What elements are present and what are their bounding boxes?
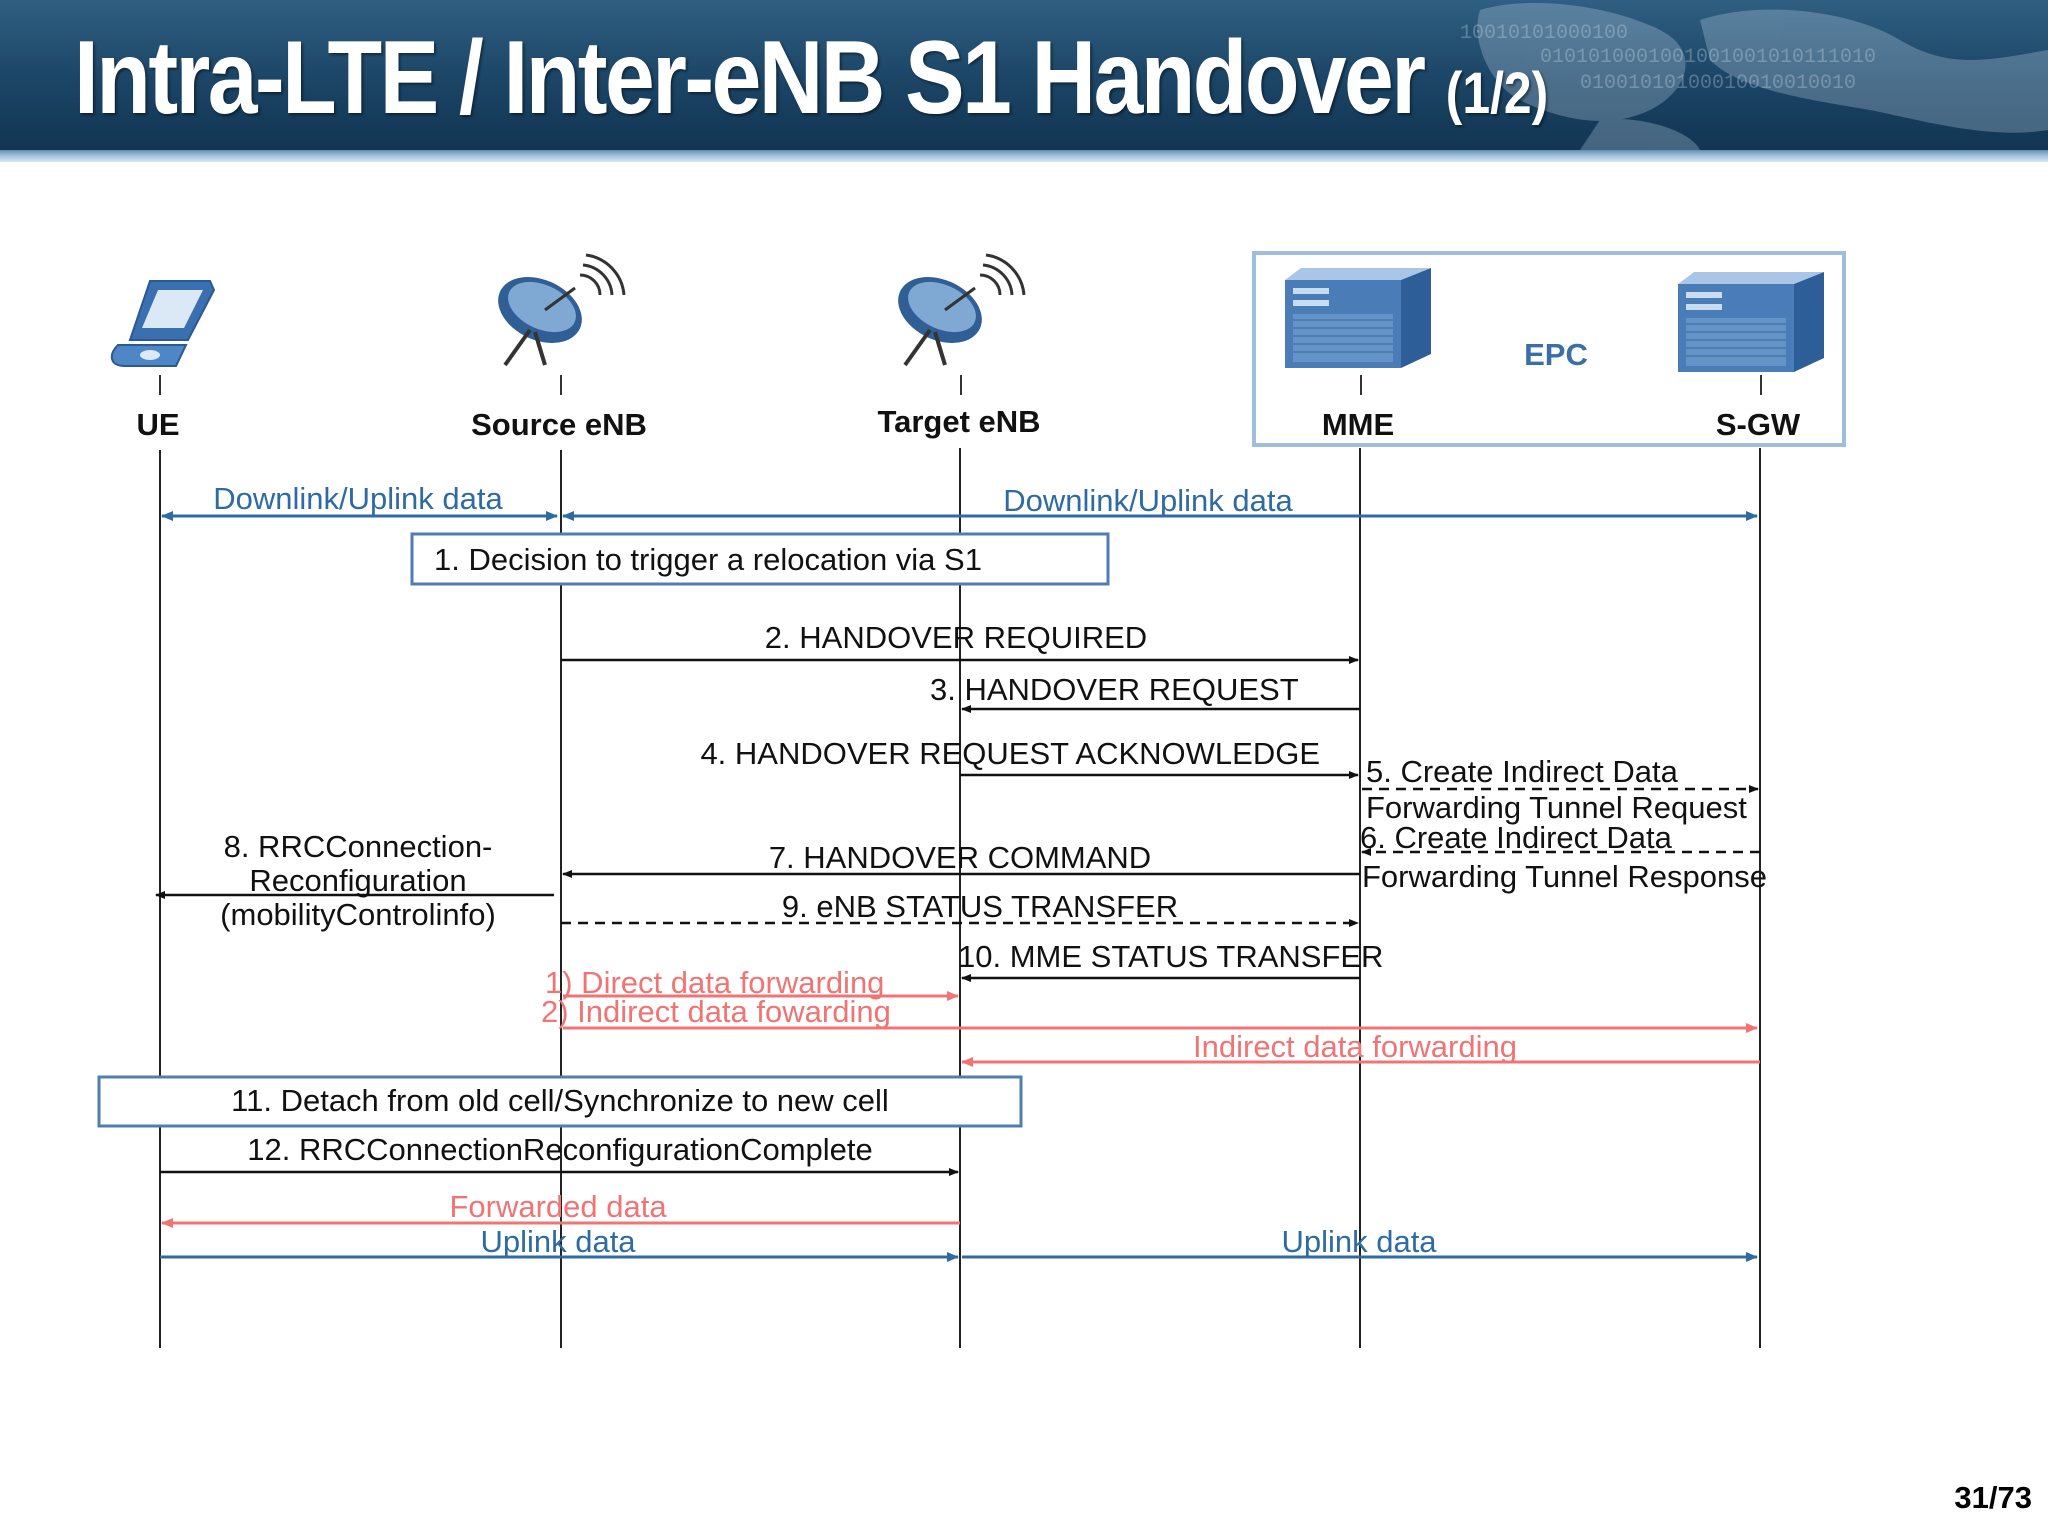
step8-label-line3: (mobilityControlinfo) bbox=[220, 897, 496, 932]
step5-label-line2: Forwarding Tunnel Request bbox=[1366, 790, 1747, 825]
binary-digits-3: 10010101000100 bbox=[1460, 22, 1628, 45]
node-label-source-enb: Source eNB bbox=[471, 407, 647, 442]
satellite-dish-icon bbox=[898, 253, 1026, 367]
title-part: (1/2) bbox=[1445, 61, 1549, 126]
step5-label-line1: 5. Create Indirect Data bbox=[1366, 754, 1679, 789]
header-stripe bbox=[0, 150, 2048, 162]
step6-label-line2: Forwarding Tunnel Response bbox=[1362, 859, 1767, 894]
step7-label: 7. HANDOVER COMMAND bbox=[769, 840, 1151, 875]
lifelines bbox=[159, 448, 1761, 1348]
slide-header: 0101010001001001001010111010 01001010100… bbox=[0, 0, 2048, 150]
step8-label-line2: Reconfiguration bbox=[249, 863, 466, 898]
indirect-forwarding-label: 2) Indirect data fowarding bbox=[541, 994, 891, 1029]
page-number: 31/73 bbox=[1954, 1480, 2032, 1515]
node-label-mme: MME bbox=[1322, 407, 1394, 442]
step11-box bbox=[97, 1075, 1023, 1128]
step3-label: 3. HANDOVER REQUEST bbox=[930, 672, 1299, 707]
step10-label: 10. MME STATUS TRANSFER bbox=[958, 939, 1383, 974]
label-dl-ul-ue-source: Downlink/Uplink data bbox=[213, 481, 503, 516]
mobile-phone-icon bbox=[110, 280, 216, 367]
indirect-forwarding-sgw-label: Indirect data forwarding bbox=[1193, 1029, 1517, 1064]
node-ticks bbox=[159, 375, 1762, 395]
forwarded-data-label: Forwarded data bbox=[449, 1189, 667, 1224]
title-main: Intra-LTE / Inter-eNB S1 Handover bbox=[74, 20, 1426, 136]
page-title: Intra-LTE / Inter-eNB S1 Handover (1/2) bbox=[74, 18, 1548, 138]
step9-label: 9. eNB STATUS TRANSFER bbox=[782, 889, 1178, 924]
uplink-target-sgw-label: Uplink data bbox=[1281, 1224, 1437, 1259]
satellite-dish-icon bbox=[498, 253, 626, 367]
epc-label: EPC bbox=[1524, 337, 1588, 372]
server-icon bbox=[1678, 272, 1824, 372]
node-label-target-enb: Target eNB bbox=[877, 404, 1040, 439]
direct-forwarding-label: 1) Direct data forwarding bbox=[545, 965, 884, 1000]
binary-digits-2: 01001010100010010010010 bbox=[1580, 72, 1856, 95]
step2-label: 2. HANDOVER REQUIRED bbox=[765, 620, 1147, 655]
step12-label: 12. RRCConnectionReconfigurationComplete bbox=[247, 1132, 873, 1167]
step1-label: 1. Decision to trigger a relocation via … bbox=[434, 542, 982, 577]
binary-digits-1: 0101010001001001001010111010 bbox=[1540, 46, 1876, 69]
label-dl-ul-source-sgw: Downlink/Uplink data bbox=[1003, 483, 1293, 518]
world-map-watermark: 0101010001001001001010111010 01001010100… bbox=[1460, 2, 2048, 150]
epc-box bbox=[1252, 251, 1846, 447]
step6-label-line1: 6. Create Indirect Data bbox=[1360, 820, 1673, 855]
server-icon bbox=[1285, 268, 1431, 368]
uplink-ue-target-label: Uplink data bbox=[480, 1224, 636, 1259]
step8-label-line1: 8. RRCConnection- bbox=[224, 829, 493, 864]
step11-label: 11. Detach from old cell/Synchronize to … bbox=[231, 1083, 889, 1118]
step1-box bbox=[410, 532, 1110, 586]
node-label-ue: UE bbox=[136, 407, 179, 442]
node-label-sgw: S-GW bbox=[1716, 407, 1801, 442]
step4-label: 4. HANDOVER REQUEST ACKNOWLEDGE bbox=[700, 736, 1320, 771]
